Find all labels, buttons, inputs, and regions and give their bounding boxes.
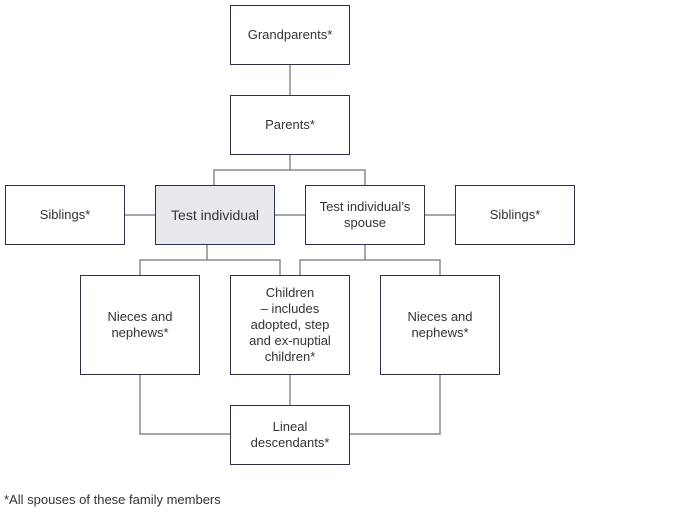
connector-parents-branch: [213, 169, 366, 185]
node-test-individual: Test individual: [155, 185, 275, 245]
node-label: Grandparents*: [247, 27, 333, 42]
node-label: Parents*: [265, 117, 315, 132]
node-nieces-nephews-right: Nieces and nephews*: [380, 275, 500, 375]
node-label: Test individual’s spouse: [319, 199, 411, 230]
node-lineal-descendants: Lineal descendants*: [230, 405, 350, 465]
connector-spouse-branch: [299, 259, 441, 275]
node-label: Nieces and nephews*: [407, 309, 473, 340]
node-label: Test individual: [171, 207, 259, 223]
footnote: *All spouses of these family members: [4, 492, 221, 507]
node-label: Children – includes adopted, step and ex…: [249, 285, 331, 364]
node-label: Nieces and nephews*: [107, 309, 173, 340]
connector-test-individual-branch: [139, 259, 281, 275]
node-nieces-nephews-left: Nieces and nephews*: [80, 275, 200, 375]
node-spouse: Test individual’s spouse: [305, 185, 425, 245]
node-siblings-right: Siblings*: [455, 185, 575, 245]
node-label: Siblings*: [39, 207, 91, 222]
node-label: Siblings*: [489, 207, 541, 222]
node-children: Children – includes adopted, step and ex…: [230, 275, 350, 375]
node-parents: Parents*: [230, 95, 350, 155]
node-siblings-left: Siblings*: [5, 185, 125, 245]
connector-nieces-left-lineal: [139, 374, 230, 435]
node-label: Lineal descendants*: [250, 419, 330, 450]
connector-nieces-right-lineal: [349, 374, 441, 435]
node-grandparents: Grandparents*: [230, 5, 350, 65]
